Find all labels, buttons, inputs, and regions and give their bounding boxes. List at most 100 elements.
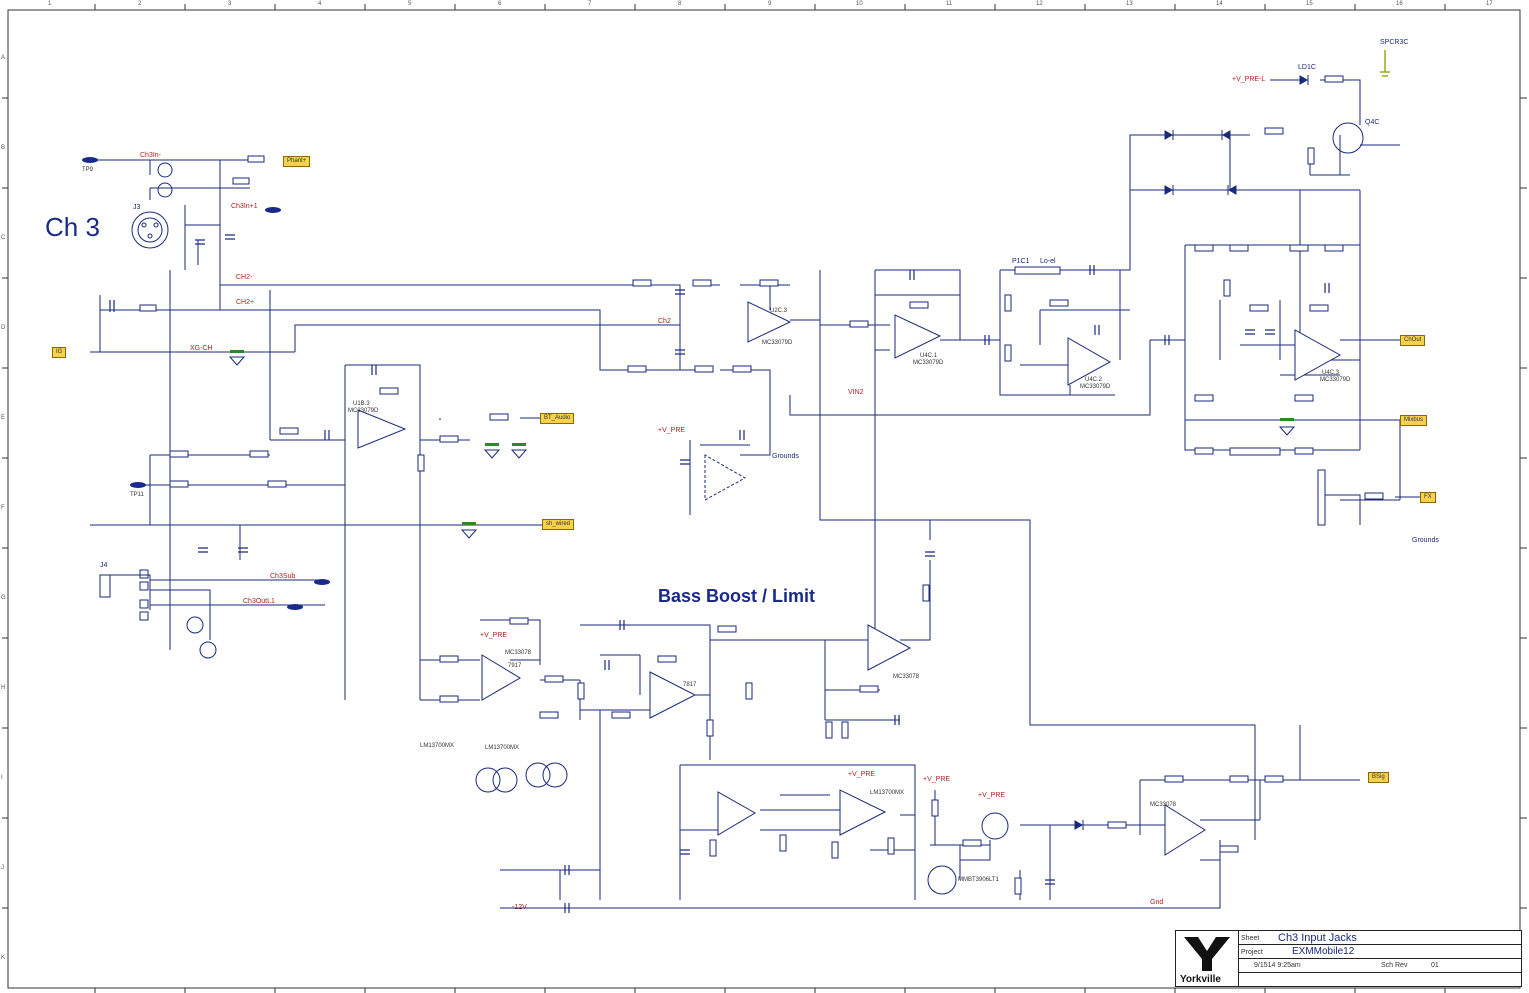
section-label: Ch 3 (45, 212, 100, 242)
opamp-bass2 (649, 671, 697, 719)
label-v-pre-3: +V_PRE (848, 771, 876, 778)
part-u4c1: U4C.1 (920, 353, 938, 359)
grid-row-d: D (1, 325, 6, 331)
label-ch3sub: Ch3Sub (270, 573, 296, 580)
net-mixbus: Mixbus (1400, 415, 1428, 426)
opamp-out (1164, 804, 1206, 856)
net-chout: ChOut (1400, 335, 1426, 346)
grid-row-g: G (1, 595, 6, 601)
grounds (228, 356, 1296, 539)
grid-col-12: 12 (1036, 1, 1043, 7)
block-label: Bass Boost / Limit (658, 586, 816, 606)
label-v-pre-5: +V_PRE (978, 792, 1006, 799)
opamp-lm2 (839, 789, 887, 836)
net-fx: FX (1420, 492, 1436, 503)
sheet-border (7, 9, 1521, 989)
label-ch2-net: Ch2 (658, 318, 671, 325)
net-bsig: BSig (1368, 772, 1389, 783)
grid-col-10: 10 (856, 1, 863, 7)
part-mc3: MC33078 (1150, 802, 1177, 808)
rev-caption: Sch Rev (1381, 962, 1408, 969)
label-tp11: TP11 (130, 492, 144, 498)
net-sh-wired: sh_wired (542, 519, 575, 530)
part-7817: 7817 (683, 682, 697, 688)
rev-value: 01 (1431, 962, 1439, 969)
net-bt-audio: BT_Audio (540, 413, 575, 424)
grid-col-6: 6 (498, 1, 502, 7)
label-grounds-2: Grounds (1412, 537, 1439, 544)
grid-row-h: H (1, 685, 6, 691)
part-7917: 7917 (508, 663, 522, 669)
label-v-pre-top: +V_PRE-L (1232, 76, 1266, 83)
label-xg: XG-CH (190, 345, 213, 352)
label-v-pre-4: +V_PRE (923, 776, 951, 783)
part-u1b-type: MC33079D (348, 408, 379, 414)
transistors (475, 122, 1364, 895)
wires (90, 79, 1420, 909)
label-m12v: -12V (512, 904, 527, 911)
grid-col-13: 13 (1126, 1, 1133, 7)
grid-col-7: 7 (588, 1, 592, 7)
opamp-u4c1 (894, 314, 942, 359)
opamp-bass1 (481, 654, 521, 701)
pots (1014, 266, 1326, 526)
test-points (82, 157, 330, 610)
label-j4: J4 (100, 562, 108, 569)
opamp-u4c3 (1294, 329, 1342, 381)
label-v-pre-2: +V_PRE (480, 632, 508, 639)
grid-col-1: 1 (48, 1, 52, 7)
part-u4c2: U4C.2 (1085, 377, 1103, 383)
grid-col-15: 15 (1306, 1, 1313, 7)
part-u4c3: U4C.3 (1322, 370, 1340, 376)
sheet-title: Ch3 Input Jacks (1278, 932, 1357, 944)
part-lm3: LM13700MX (870, 790, 905, 796)
label-lo-el: Lo-el (1040, 258, 1056, 265)
label-gnd: Gnd (1150, 899, 1164, 906)
label-j3: J3 (133, 204, 141, 211)
resistors (139, 75, 1384, 895)
label-ch-plus: CH2+ (236, 299, 255, 306)
part-mc2: MC33078 (893, 674, 920, 680)
part-u1b: U1B.3 (353, 401, 370, 407)
grid-col-14: 14 (1216, 1, 1223, 7)
opamp-u1b (357, 409, 407, 449)
grid-row-a: A (1, 55, 6, 61)
company-name: Yorkville (1180, 974, 1221, 985)
title-block: Yorkville Sheet Ch3 Input Jacks Project … (1175, 930, 1522, 987)
label-v-pre-1: +V_PRE (658, 427, 686, 434)
opamp-u4c2 (1067, 337, 1112, 386)
project-caption: Project (1241, 949, 1263, 956)
grid-col-8: 8 (678, 1, 682, 7)
opamp-psu (704, 454, 747, 501)
part-u4c2-type: MC33079D (1080, 384, 1111, 390)
part-mmbt: MMBT3906LT1 (958, 877, 999, 883)
label-ch3in-plus: Ch3In+1 (231, 203, 258, 210)
label-tp9: TP9 (82, 167, 94, 173)
yorkville-logo (1184, 937, 1230, 971)
label-q4c: Q4C (1365, 119, 1380, 126)
part-u4c1-type: MC33079D (913, 360, 944, 366)
part-mc1: MC33078 (505, 650, 532, 656)
part-u2c: U2C.3 (770, 308, 788, 314)
grid-row-b: B (1, 145, 6, 151)
grid-row-k: K (1, 955, 6, 961)
title-caption: Sheet (1241, 935, 1260, 942)
opamp-u2c (747, 301, 792, 343)
label-ch3out: Ch3OutL1 (243, 598, 275, 605)
label-vin2: VIN2 (848, 389, 864, 396)
label-spcr: SPCR3C (1380, 39, 1409, 46)
label-ch-minus: CH2- (236, 274, 253, 281)
label-grounds-1: Grounds (772, 453, 799, 460)
grid-col-5: 5 (408, 1, 412, 7)
label-ld1c: LD1C (1298, 64, 1316, 71)
grid-col-3: 3 (228, 1, 232, 7)
grid-row-j: J (1, 865, 4, 871)
grid-col-11: 11 (946, 1, 953, 7)
grid-row-e: E (1, 415, 6, 421)
opamp-lm1 (717, 791, 756, 836)
label-p1c1: P1C1 (1012, 258, 1030, 265)
grid-col-16: 16 (1396, 1, 1403, 7)
part-u4c3-type: MC33079D (1320, 377, 1351, 383)
opamp-limit (867, 624, 912, 671)
